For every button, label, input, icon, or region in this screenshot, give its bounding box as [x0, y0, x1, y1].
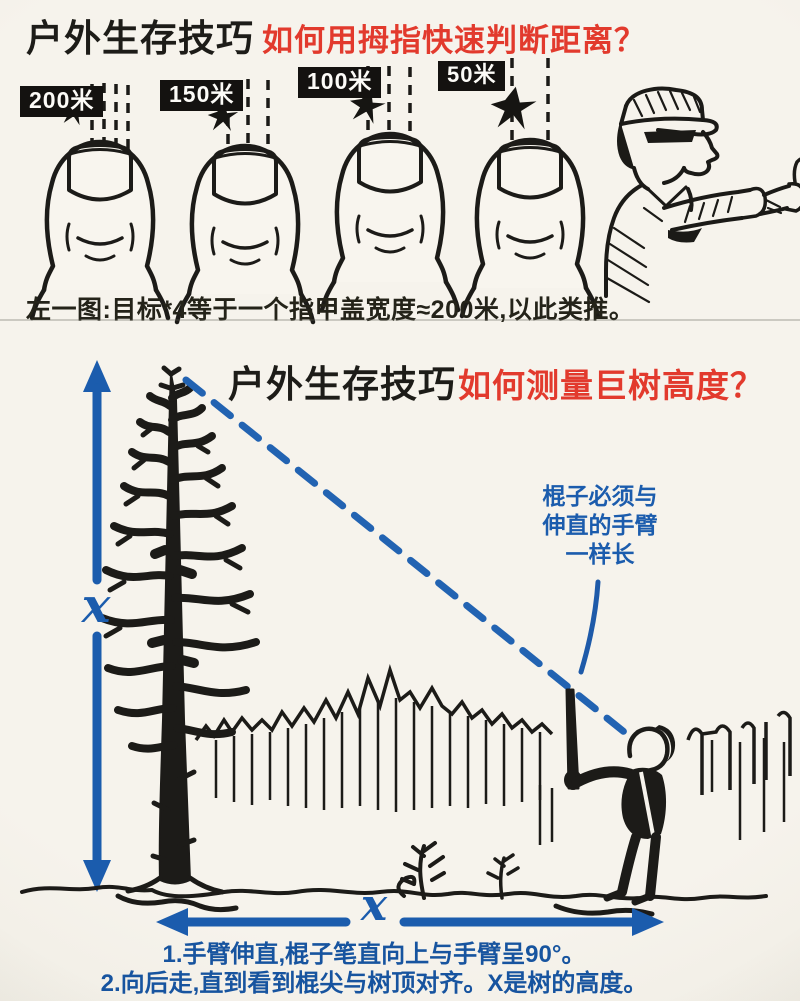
thumb-section-title: 户外生存技巧 如何用拇指快速判断距离？	[26, 8, 646, 62]
thumb-illustration-100m	[322, 134, 458, 310]
sightline-dashed	[182, 376, 632, 739]
section-divider	[0, 319, 800, 321]
person-illustration	[564, 688, 676, 906]
tree-section-title: 户外生存技巧 如何测量巨树高度？	[228, 354, 764, 408]
tree-illustration	[98, 365, 260, 895]
thumb-artwork	[0, 58, 800, 340]
step-1: 1.手臂伸直,棍子笔直向上与手臂呈90°。	[162, 941, 586, 968]
title2-black: 户外生存技巧	[228, 364, 456, 405]
stick-note-line: 一样长	[565, 541, 635, 567]
step-2: 2.向后走,直到看到棍尖与树顶对齐。X是树的高度。	[100, 970, 648, 997]
baseline-arrow	[156, 908, 664, 936]
title1-red: 如何用拇指快速判断距离？	[262, 23, 646, 58]
mountain-ridge	[194, 664, 792, 845]
stick-note-pointer-line	[578, 579, 601, 675]
distance-label-100m: 100米	[298, 67, 382, 99]
height-axis-label: x	[81, 578, 111, 634]
tree-scene-artwork	[20, 360, 792, 936]
soldier-illustration	[604, 86, 800, 304]
height-arrow	[83, 360, 111, 892]
instruction-steps: 1.手臂伸直,棍子笔直向上与手臂呈90°。 2.向后走,直到看到棍尖与树顶对齐。…	[0, 940, 748, 998]
stick-note-line: 伸直的手臂	[542, 512, 658, 538]
thumb-caption: 左一图:目标*4等于一个指甲盖宽度≈200米,以此类推。	[26, 296, 635, 324]
baseline-label: x	[360, 880, 388, 931]
small-plant	[396, 841, 446, 900]
small-plant	[486, 853, 520, 900]
distance-label-50m: 50米	[438, 61, 506, 92]
stick-note-line: 棍子必须与	[542, 483, 658, 509]
stick-note: 棍子必须与 伸直的手臂 一样长	[515, 482, 685, 569]
title2-red: 如何测量巨树高度？	[458, 367, 764, 404]
distance-label-150m: 150米	[160, 80, 244, 112]
distance-label-200m: 200米	[20, 86, 104, 118]
title1-black: 户外生存技巧	[26, 18, 254, 59]
